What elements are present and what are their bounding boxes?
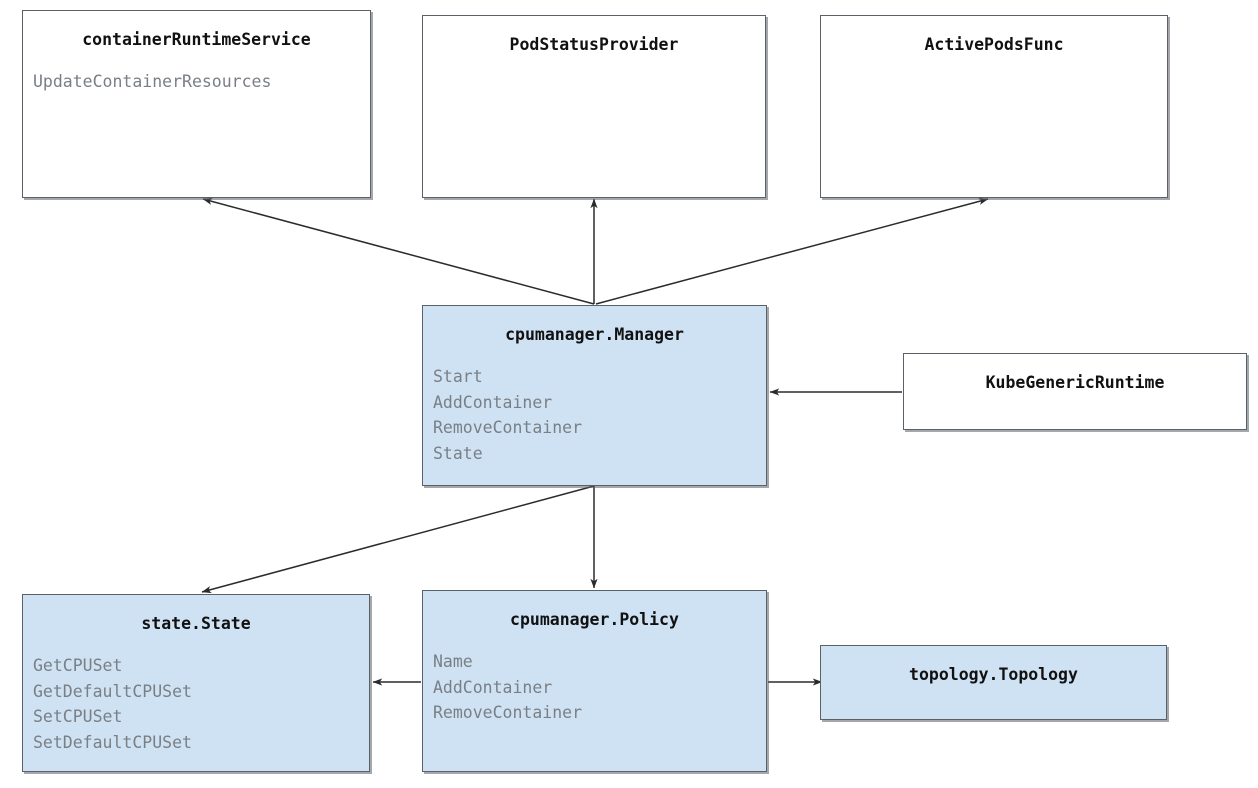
class-node-active-pods-func[interactable]: ActivePodsFunc [820,15,1168,198]
class-member-list: UpdateContainerResources [23,69,370,95]
class-title: topology.Topology [909,665,1078,684]
class-member-list: Start AddContainer RemoveContainer State [423,364,766,466]
class-node-pod-status-provider[interactable]: PodStatusProvider [422,15,766,198]
class-title: cpumanager.Manager [505,325,684,344]
class-member: Name [433,652,473,671]
class-member: GetDefaultCPUSet [33,681,192,701]
class-member: State [433,443,483,463]
class-member: AddContainer [433,392,553,412]
class-node-state-state[interactable]: state.State GetCPUSet GetDefaultCPUSet S… [22,594,370,772]
class-member: RemoveContainer [433,703,583,722]
class-node-cpumanager-manager[interactable]: cpumanager.Manager Start AddContainer Re… [422,305,767,486]
class-title: KubeGenericRuntime [985,373,1165,392]
class-member: UpdateContainerResources [33,72,272,91]
class-title: state.State [141,614,251,633]
class-node-kube-generic-runtime[interactable]: KubeGenericRuntime [903,353,1247,430]
class-title: PodStatusProvider [509,35,679,54]
edge-manager-to-state-state [201,485,595,594]
class-node-cpumanager-policy[interactable]: cpumanager.Policy Name AddContainer Remo… [422,590,767,772]
class-member: RemoveContainer [433,418,583,437]
class-title: containerRuntimeService [82,30,311,49]
class-member-list: Name AddContainer RemoveContainer [423,649,766,726]
class-title: cpumanager.Policy [510,610,679,629]
class-member: SetDefaultCPUSet [33,732,192,752]
edge-manager-to-active-pods-func [595,197,989,305]
class-member: Start [433,367,483,386]
class-node-topology-topology[interactable]: topology.Topology [820,645,1167,720]
class-title: ActivePodsFunc [924,35,1064,54]
class-member-list: GetCPUSet GetDefaultCPUSet SetCPUSet Set… [23,653,369,755]
edge-manager-to-container-runtime-service [202,197,595,305]
class-member: AddContainer [433,677,553,697]
class-member: GetCPUSet [33,656,123,675]
class-node-container-runtime-service[interactable]: containerRuntimeService UpdateContainerR… [22,10,371,198]
class-member: SetCPUSet [33,707,123,726]
